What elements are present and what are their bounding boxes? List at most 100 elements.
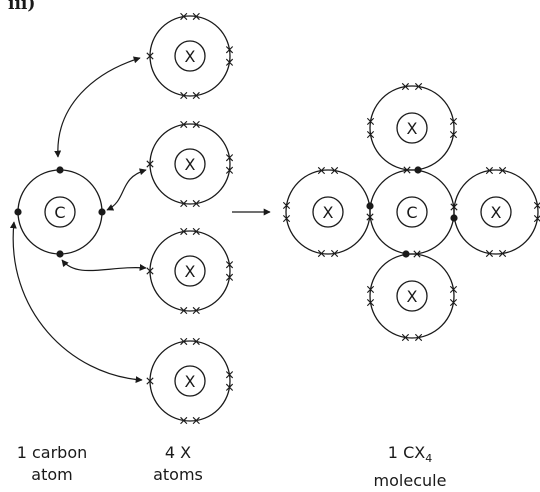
caption-carbon: 1 carbon atom (2, 442, 102, 486)
nucleus (396, 280, 428, 312)
arrow-to-x-top (54, 56, 141, 158)
caption-x-atoms: 4 X atoms (138, 442, 218, 486)
electron-cross (330, 166, 339, 175)
outer-shell (369, 253, 455, 339)
electron-cross (282, 201, 291, 210)
arrow-to-x-second (106, 168, 147, 211)
element-symbol: X (185, 372, 196, 391)
electron-cross (225, 273, 234, 281)
x-atom-4: X (146, 337, 234, 425)
part-label: iii) (8, 0, 36, 14)
element-symbol: C (54, 203, 65, 222)
electron-cross-single (146, 267, 154, 275)
electron-cross (225, 383, 234, 391)
molecule-x-left: X (282, 166, 371, 258)
arrow-to-x-third (61, 259, 147, 272)
electron-cross-single (146, 160, 154, 168)
electron-cross (366, 298, 375, 307)
carbon-atom: C (14, 166, 106, 258)
bond-dot-right (450, 214, 458, 222)
electron-cross (317, 166, 326, 175)
molecule-x-right: X (453, 166, 540, 258)
caption-molecule-line1: 1 CX4 (355, 442, 465, 470)
bond-cross-left (366, 213, 374, 221)
nucleus (312, 196, 344, 228)
electron-dot (14, 208, 22, 216)
bond-cross-top (403, 166, 411, 174)
electron-cross (192, 199, 200, 208)
electron-cross (225, 154, 234, 162)
caption-x-line1: 4 X (164, 443, 192, 462)
caption-carbon-line1: 1 carbon (16, 443, 88, 462)
electron-cross (192, 91, 200, 100)
electron-cross (366, 117, 375, 126)
bond-cross-bottom (413, 250, 421, 258)
electron-cross (330, 249, 339, 258)
electron-cross (225, 166, 234, 174)
electron-cross (401, 333, 410, 342)
caption-molecule-subscript: 4 (425, 452, 433, 465)
nucleus (174, 148, 206, 180)
nucleus (174, 40, 206, 72)
electron-cross (449, 130, 458, 139)
element-symbol: X (185, 262, 196, 281)
electron-cross (225, 261, 234, 269)
electron-cross (180, 306, 188, 315)
electron-cross (485, 166, 494, 175)
electron-cross (180, 199, 188, 208)
x-atom-1: X (146, 12, 234, 100)
molecule-carbon: C (369, 169, 455, 255)
caption-molecule-formula: 1 CX (387, 443, 426, 462)
electron-cross (414, 333, 423, 342)
element-symbol: X (407, 287, 418, 306)
electron-cross (225, 58, 234, 66)
nucleus (396, 196, 428, 228)
electron-cross (498, 166, 507, 175)
electron-cross (366, 285, 375, 294)
caption-molecule: 1 CX4 molecule (355, 442, 465, 492)
electron-cross (449, 298, 458, 307)
molecule-x-top: X (366, 82, 458, 171)
bond-dot-bottom (402, 250, 410, 258)
outer-shell (369, 85, 455, 171)
caption-x-line2: atoms (153, 465, 203, 484)
nucleus (174, 255, 206, 287)
electron-cross (180, 91, 188, 100)
electron-cross (414, 82, 423, 91)
caption-carbon-line2: atom (31, 465, 73, 484)
electron-cross (180, 12, 188, 21)
electron-cross (192, 227, 200, 236)
molecule-x-bottom: X (366, 253, 458, 342)
electron-cross (498, 249, 507, 258)
electron-cross-single (146, 52, 154, 60)
electron-cross (180, 227, 188, 236)
nucleus (480, 196, 512, 228)
electron-cross (485, 249, 494, 258)
electron-cross (192, 12, 200, 21)
electron-cross-single (146, 377, 154, 385)
bonding-pairs (366, 166, 458, 258)
element-symbol: X (185, 155, 196, 174)
electron-cross (192, 416, 200, 425)
electron-cross (180, 337, 188, 346)
element-symbol: X (323, 203, 334, 222)
element-symbol: C (406, 203, 417, 222)
bond-cross-right (450, 203, 458, 211)
element-symbol: X (185, 47, 196, 66)
arrow-to-x-bottom (9, 221, 143, 384)
electron-cross (282, 214, 291, 223)
outer-shell (453, 169, 539, 255)
nucleus (396, 112, 428, 144)
x-atom-3: X (146, 227, 234, 315)
electron-cross (225, 371, 234, 379)
electron-cross (180, 120, 188, 129)
electron-cross (449, 117, 458, 126)
electron-cross (192, 120, 200, 129)
electron-dot (56, 166, 64, 174)
electron-dot (98, 208, 106, 216)
element-symbol: X (491, 203, 502, 222)
electron-dot (56, 250, 64, 258)
electron-cross (180, 416, 188, 425)
caption-molecule-line2: molecule (373, 471, 447, 490)
